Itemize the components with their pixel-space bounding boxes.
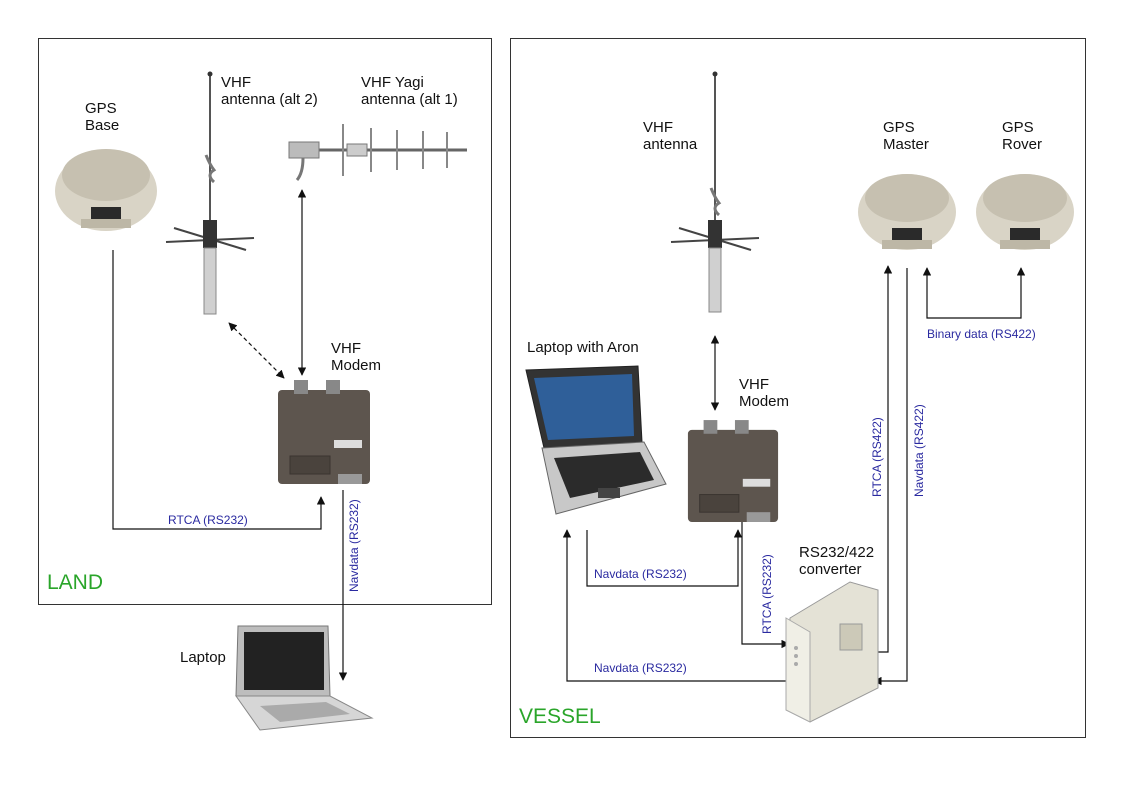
vhf-antenna-icon bbox=[165, 71, 255, 315]
gps-base-label: GPS Base bbox=[85, 100, 120, 134]
vhf-modem-icon bbox=[278, 380, 370, 484]
gps-base-antenna-icon bbox=[55, 149, 157, 231]
modem-laptop-navdata-link-label: Navdata (RS232) bbox=[594, 567, 687, 581]
land-rtca-link-label: RTCA (RS232) bbox=[168, 513, 248, 527]
vhf-modem-icon bbox=[687, 420, 779, 522]
land-panel bbox=[38, 38, 492, 605]
modem-converter-rtca-wire bbox=[741, 522, 790, 649]
laptop-icon bbox=[235, 625, 374, 731]
converter-laptop-navdata-wire bbox=[562, 529, 795, 682]
vhf-yagi-antenna-icon bbox=[288, 124, 467, 181]
rs232-422-converter-icon bbox=[785, 581, 879, 723]
land-modem-label: VHF Modem bbox=[331, 340, 382, 374]
gps-master-antenna-icon bbox=[858, 174, 956, 250]
binary-wire bbox=[922, 267, 1026, 319]
vhf-antenna-alt2-label: VHF antenna (alt 2) bbox=[221, 74, 318, 108]
laptop-with-aron-label: Laptop with Aron bbox=[527, 339, 639, 356]
land-navdata-link-label: Navdata (RS232) bbox=[347, 499, 361, 592]
master-navdata-wire bbox=[873, 268, 908, 686]
alt-antenna-modem-wire bbox=[228, 322, 285, 379]
binary-link-label: Binary data (RS422) bbox=[927, 327, 1036, 341]
vessel-region-label: VESSEL bbox=[519, 705, 601, 728]
rugged-laptop-icon bbox=[525, 365, 667, 515]
converter-laptop-navdata-link-label: Navdata (RS232) bbox=[594, 661, 687, 675]
gps-master-label: GPS Master bbox=[883, 119, 929, 153]
land-laptop-label: Laptop bbox=[180, 649, 226, 666]
vessel-vhf-antenna-label: VHF antenna bbox=[643, 119, 698, 153]
vhf-antenna-icon bbox=[670, 71, 760, 313]
converter-label: RS232/422 converter bbox=[799, 544, 875, 578]
land-region-label: LAND bbox=[47, 571, 104, 594]
master-rtca-link-label: RTCA (RS422) bbox=[870, 417, 884, 497]
master-navdata-link-label: Navdata (RS422) bbox=[912, 404, 926, 497]
gps-rover-antenna-icon bbox=[976, 174, 1074, 250]
vessel-modem-label: VHF Modem bbox=[739, 376, 790, 410]
land-rtca-wire bbox=[112, 250, 326, 530]
vhf-yagi-label: VHF Yagi antenna (alt 1) bbox=[361, 74, 458, 108]
modem-converter-rtca-link-label: RTCA (RS232) bbox=[760, 554, 774, 634]
gps-rover-label: GPS Rover bbox=[1002, 119, 1043, 153]
modem-laptop-navdata-wire bbox=[586, 529, 743, 587]
